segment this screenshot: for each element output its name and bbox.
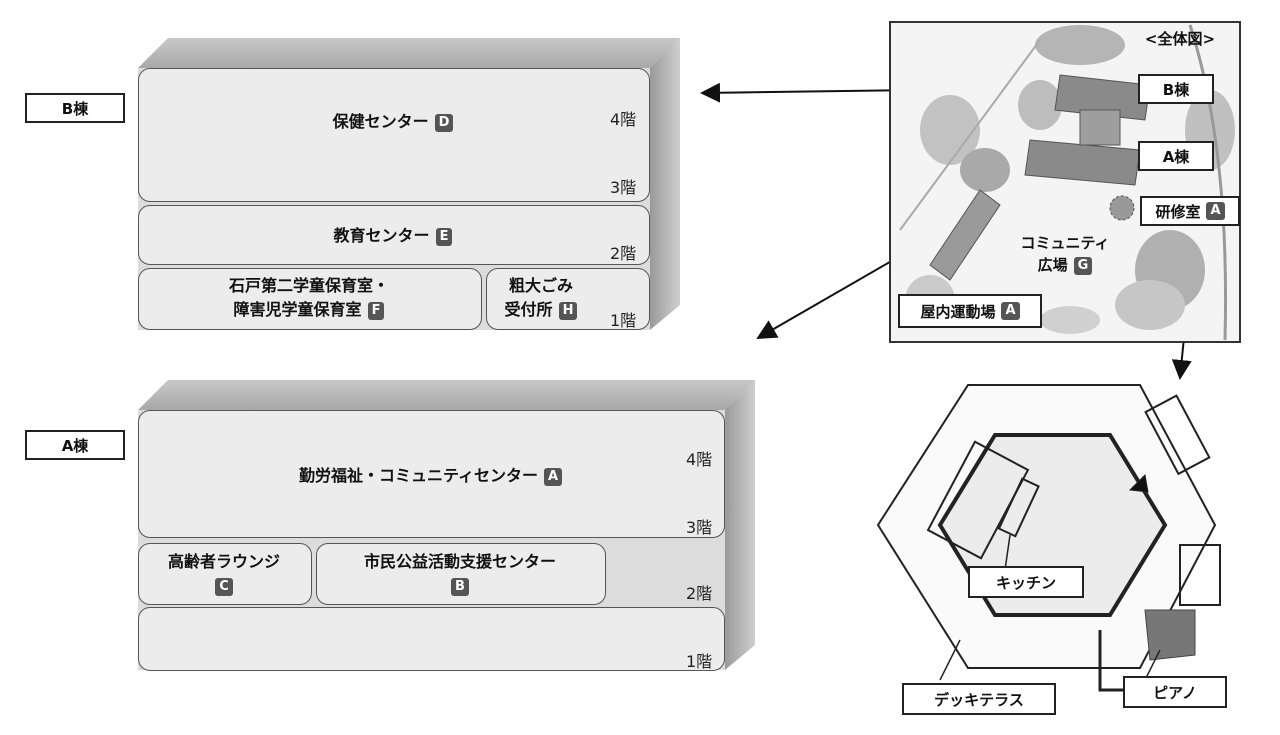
map-a-tag-label: A棟	[1162, 147, 1190, 166]
room-kyoiku[interactable]	[138, 205, 650, 265]
overview-title: <全体図>	[1144, 30, 1216, 48]
map-okunai-badge: A	[1001, 302, 1020, 320]
map-b-tag[interactable]: B棟	[1138, 74, 1214, 104]
room-gomi-line2: 受付所	[504, 300, 553, 319]
map-hiroba-line2: 広場	[1037, 256, 1068, 274]
b-floor-2: 2階	[610, 244, 637, 263]
map-okunai-label: 屋内運動場	[920, 302, 996, 321]
b-building-tag-label: B棟	[61, 99, 89, 118]
map-okunai[interactable]: 屋内運動場 A	[898, 294, 1042, 328]
room-hoikushitsu[interactable]	[138, 268, 482, 330]
room-kyoiku-name: 教育センター	[333, 226, 430, 245]
badge-a: A	[543, 467, 563, 486]
map-a-tag[interactable]: A棟	[1138, 141, 1214, 171]
plan-deck-label: デッキテラス	[934, 690, 1024, 709]
map-hiroba: コミュニティ 広場 G	[1000, 232, 1130, 276]
map-hiroba-line1: コミュニティ	[1020, 234, 1110, 252]
map-b-tag-label: B棟	[1162, 80, 1190, 99]
room-hoken-label: 保健センター D	[138, 110, 648, 134]
room-hoikushitsu-label: 石戸第二学童保育室・ 障害児学童保育室 F	[138, 274, 480, 322]
room-hoken-name: 保健センター	[332, 112, 429, 131]
a-floor-1: 1階	[686, 652, 713, 671]
floor-plan	[876, 384, 1221, 692]
a-floor-3: 3階	[686, 518, 713, 537]
plan-deck: デッキテラス	[902, 683, 1056, 715]
room-shimin-name: 市民公益活動支援センター	[363, 552, 556, 571]
a-floor-2: 2階	[686, 584, 713, 603]
room-lounge-label: 高齢者ラウンジ C	[138, 550, 310, 598]
map-kenshu-label: 研修室	[1155, 202, 1201, 221]
room-shimin-label: 市民公益活動支援センター B	[316, 550, 604, 598]
b-floor-4: 4階	[610, 110, 637, 129]
map-kenshu-badge: A	[1206, 202, 1225, 220]
plan-kitchen-label: キッチン	[995, 573, 1056, 592]
plan-piano-label: ピアノ	[1153, 683, 1197, 702]
badge-f: F	[367, 301, 385, 320]
room-gomi[interactable]	[486, 268, 650, 330]
map-hiroba-badge: G	[1073, 256, 1093, 275]
plan-piano: ピアノ	[1123, 676, 1227, 708]
badge-c: C	[215, 577, 233, 596]
overview-map	[889, 21, 1241, 343]
badge-b: B	[451, 577, 469, 596]
room-gomi-line1: 粗大ごみ	[508, 276, 573, 295]
badge-h: H	[558, 301, 578, 320]
room-kinro-name: 勤労福祉・コミュニティセンター	[298, 466, 538, 485]
room-kinro-label: 勤労福祉・コミュニティセンター A	[138, 464, 723, 488]
room-lounge-name: 高齢者ラウンジ	[167, 552, 280, 571]
map-kenshu[interactable]: 研修室 A	[1140, 196, 1240, 226]
a-building-tag-label: A棟	[61, 436, 89, 455]
a-building-tag: A棟	[25, 430, 125, 460]
room-hoikushitsu-line1: 石戸第二学童保育室・	[228, 276, 389, 295]
badge-e: E	[435, 227, 453, 246]
b-floor-1: 1階	[610, 311, 637, 330]
room-gomi-label: 粗大ごみ 受付所 H	[486, 274, 596, 322]
b-floor-3: 3階	[610, 178, 637, 197]
room-kinro[interactable]	[138, 410, 725, 538]
plan-kitchen: キッチン	[968, 566, 1084, 598]
b-building-tag: B棟	[25, 93, 125, 123]
a-floor-4: 4階	[686, 450, 713, 469]
room-kyoiku-label: 教育センター E	[138, 224, 648, 248]
room-hoken[interactable]	[138, 68, 650, 202]
badge-d: D	[434, 113, 454, 132]
room-hoikushitsu-line2: 障害児学童保育室	[233, 300, 362, 319]
room-a-floor1[interactable]	[138, 607, 725, 671]
